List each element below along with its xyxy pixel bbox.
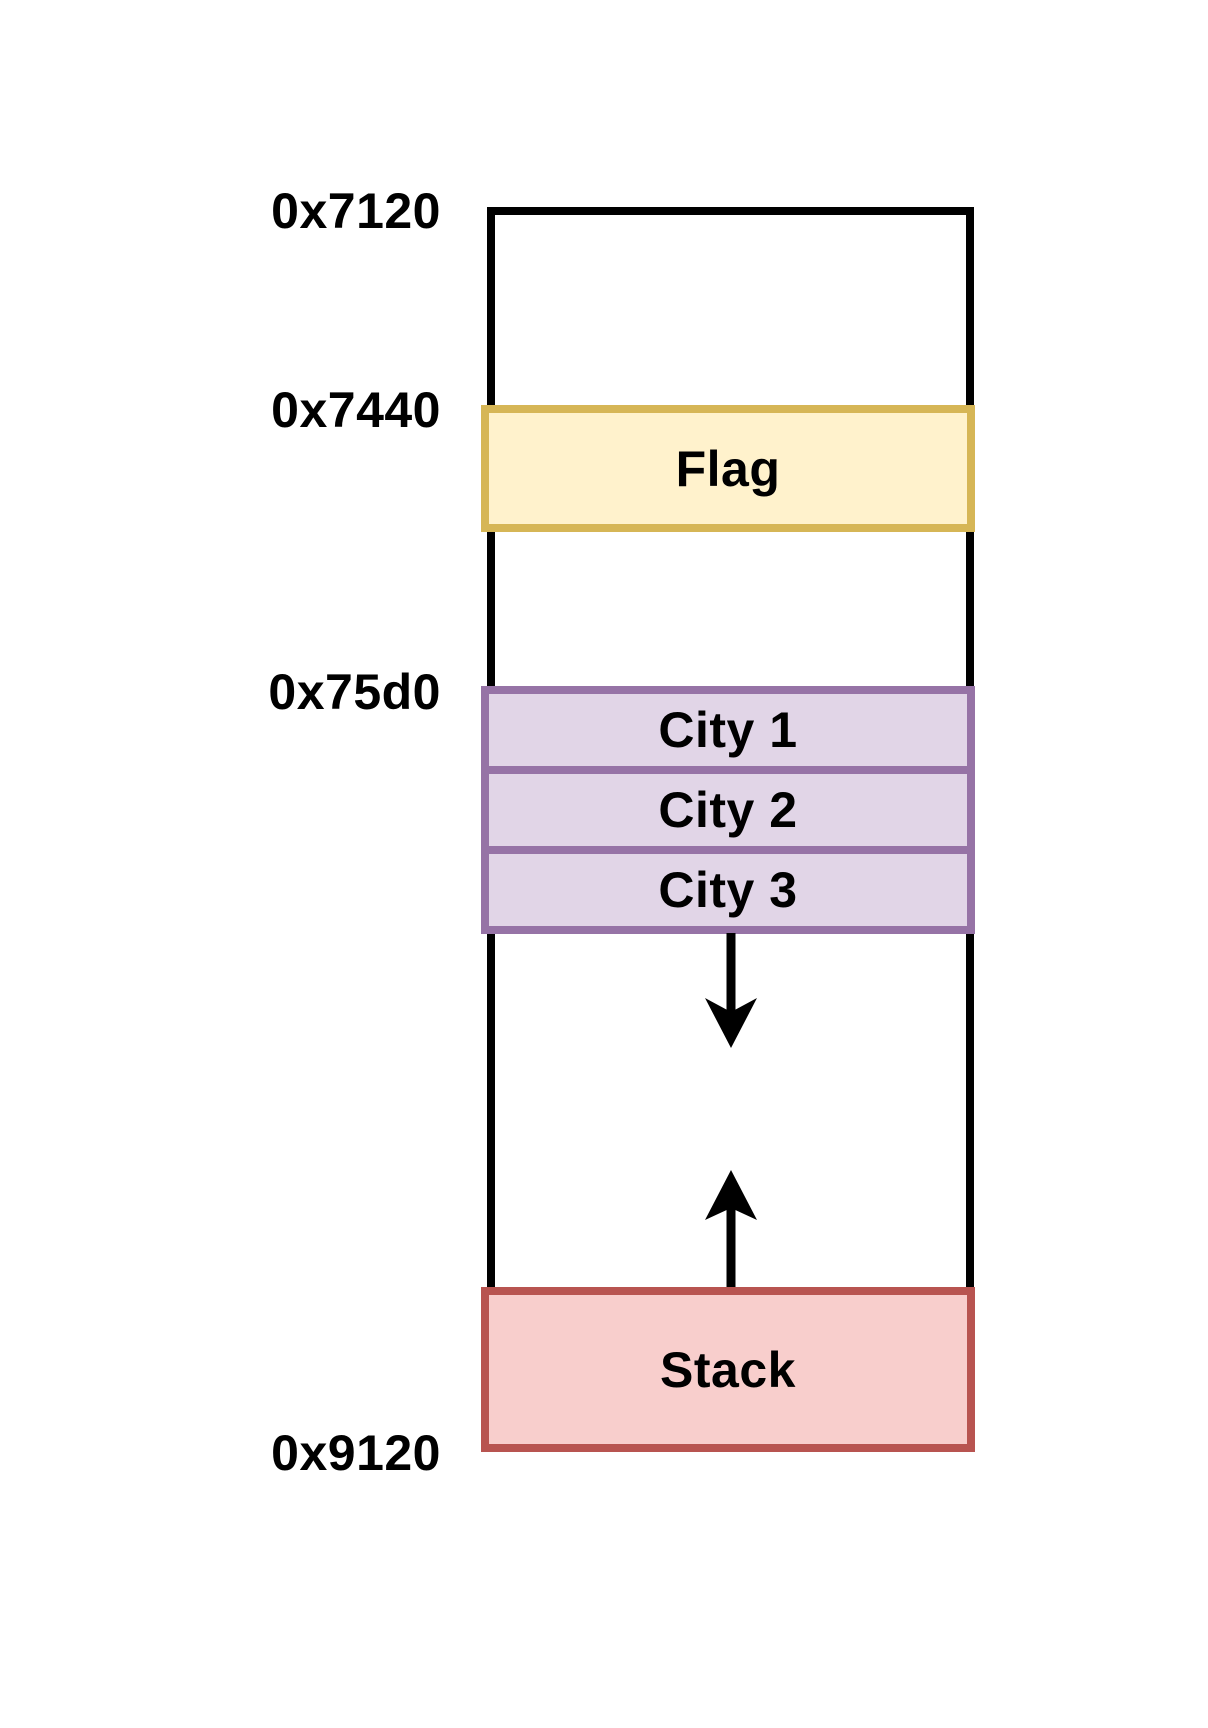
region-flag-label: Flag xyxy=(675,440,781,497)
address-label-0x7120: 0x7120 xyxy=(271,183,441,239)
region-city-3: City 3 xyxy=(481,846,975,934)
region-stack-label: Stack xyxy=(660,1341,796,1398)
address-label-0x7440: 0x7440 xyxy=(271,382,441,438)
region-city-3-label: City 3 xyxy=(658,862,798,918)
region-flag: Flag xyxy=(481,405,975,532)
region-city-2: City 2 xyxy=(481,766,975,854)
region-city-1: City 1 xyxy=(481,686,975,774)
address-label-0x9120: 0x9120 xyxy=(271,1425,441,1481)
region-city-1-label: City 1 xyxy=(658,702,798,758)
region-stack: Stack xyxy=(481,1287,975,1452)
address-label-0x75d0: 0x75d0 xyxy=(268,664,441,720)
region-city-2-label: City 2 xyxy=(658,782,798,838)
